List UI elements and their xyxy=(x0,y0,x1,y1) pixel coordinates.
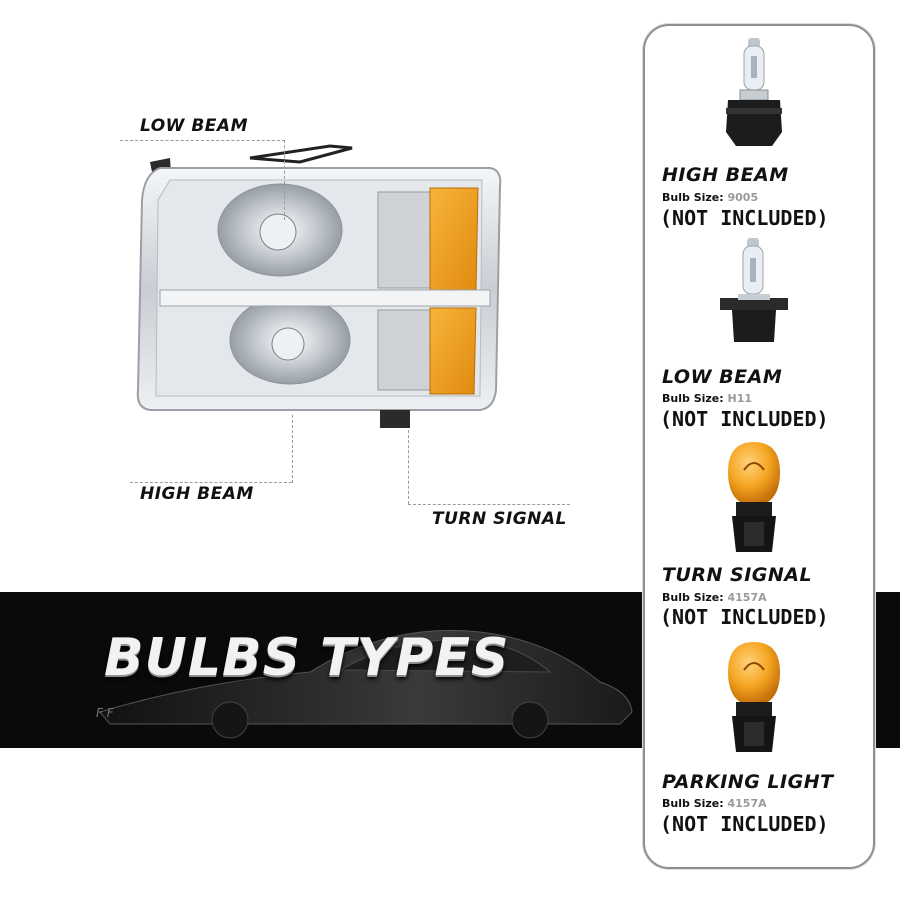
halogen-bulb-h11-icon xyxy=(716,236,792,356)
bulb-3-size: Bulb Size: 4157A xyxy=(662,591,767,604)
bulb-3-name: TURN SIGNAL xyxy=(662,564,813,586)
low-beam-leader xyxy=(120,140,285,141)
high-beam-leader-foot xyxy=(130,482,292,483)
car-silhouette-icon xyxy=(99,629,633,739)
bulb-4-size-value: 4157A xyxy=(727,797,767,810)
amber-bulb-4157a-icon xyxy=(722,440,786,564)
bulb-2-size: Bulb Size: H11 xyxy=(662,392,752,405)
bulb-2-name: LOW BEAM xyxy=(662,366,783,388)
bulb-1-note: (NOT INCLUDED) xyxy=(660,206,829,230)
bulb-3-size-label: Bulb Size: xyxy=(662,591,724,604)
bulb-4-size: Bulb Size: 4157A xyxy=(662,797,767,810)
banner-watermark: F F xyxy=(96,706,114,720)
bulb-2-size-label: Bulb Size: xyxy=(662,392,724,405)
bulb-1-name: HIGH BEAM xyxy=(662,164,789,186)
bulb-2-size-value: H11 xyxy=(727,392,753,405)
turn-signal-leader xyxy=(408,430,409,504)
headlight-image xyxy=(130,140,510,444)
banner-title: BULBS TYPES xyxy=(104,628,510,688)
halogen-bulb-9005-icon xyxy=(722,36,786,160)
bulb-3-note: (NOT INCLUDED) xyxy=(660,605,829,629)
bulb-4-note: (NOT INCLUDED) xyxy=(660,812,829,836)
low-beam-leader-drop xyxy=(284,140,285,220)
bulb-2-note: (NOT INCLUDED) xyxy=(660,407,829,431)
amber-bulb-4157a-icon xyxy=(722,640,786,764)
high-beam-leader xyxy=(292,415,293,483)
bulb-4-size-label: Bulb Size: xyxy=(662,797,724,810)
turn-signal-leader-foot xyxy=(408,504,570,505)
bulb-4-name: PARKING LIGHT xyxy=(662,771,834,793)
high-beam-callout: HIGH BEAM xyxy=(140,484,254,504)
bulb-1-size: Bulb Size: 9005 xyxy=(662,191,758,204)
bulb-1-size-value: 9005 xyxy=(727,191,759,204)
turn-signal-callout: TURN SIGNAL xyxy=(432,509,567,529)
bulb-1-size-label: Bulb Size: xyxy=(662,191,724,204)
bulb-3-size-value: 4157A xyxy=(727,591,767,604)
low-beam-callout: LOW BEAM xyxy=(140,116,248,136)
